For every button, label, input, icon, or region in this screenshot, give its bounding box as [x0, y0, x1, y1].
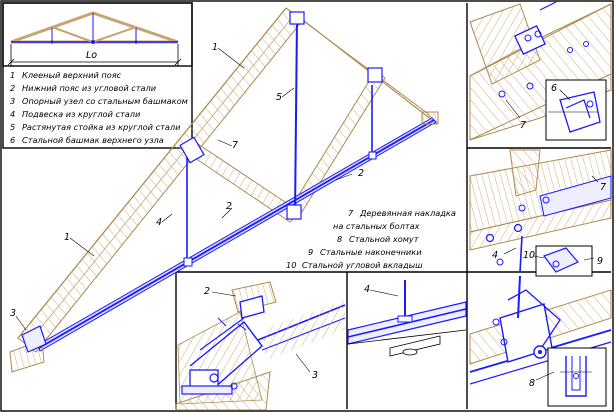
callout-main-5: 5 [276, 92, 282, 103]
legend-item-2-num: 2 [10, 83, 15, 93]
legend-item-4-text: Подвеска из круглой стали [22, 109, 141, 119]
legend-right: 7 Деревянная накладка на стальных болтах… [286, 208, 456, 270]
main-callouts [15, 47, 353, 331]
legend-frame [2, 2, 193, 149]
legend-item-9-text: Стальные наконечники [320, 247, 422, 257]
callout-det-c-7: 7 [520, 120, 526, 131]
callout-det-e-8: 8 [529, 378, 535, 389]
main-callout-labels: 1 5 7 2 2 4 1 3 [10, 42, 364, 319]
legend-item-5-num: 5 [10, 122, 15, 132]
callout-main-1b: 1 [64, 232, 70, 243]
callout-det-b-4: 4 [364, 284, 370, 295]
callout-det-d-7: 7 [600, 182, 606, 193]
legend-item-3-text: Опорный узел со стальным башмаком [22, 96, 188, 106]
callout-main-2a: 2 [358, 168, 364, 179]
legend-item-10-text: Стальной угловой вкладыш [302, 260, 423, 270]
callout-det-d-4: 4 [492, 250, 498, 261]
legend-item-7-text-cont: на стальных болтах [333, 221, 420, 231]
callout-main-7: 7 [232, 140, 238, 151]
detail-mid-node [469, 149, 612, 277]
legend-item-7-num: 7 [348, 208, 354, 218]
legend-item-6-text: Стальной башмак верхнего узла [22, 135, 164, 145]
legend-item-7-text: Деревянная накладка [359, 208, 456, 218]
main-truss [9, 7, 439, 373]
detail-clamp-callouts [535, 371, 555, 381]
callout-main-3: 3 [10, 308, 16, 319]
legend-item-6-num: 6 [10, 135, 15, 145]
schematic-truss: Lo [7, 11, 182, 66]
detail-support-node [175, 281, 346, 411]
callout-det-a-2: 2 [204, 286, 210, 297]
span-dimension-label: Lo [86, 50, 97, 61]
detail-top-node [469, 1, 612, 141]
callout-det-a-3: 3 [312, 370, 318, 381]
support-shoe [21, 325, 47, 353]
callout-main-4: 4 [156, 217, 162, 228]
legend-item-1-num: 1 [10, 70, 15, 80]
detail-clamp-node [469, 275, 612, 407]
callout-main-1a: 1 [212, 42, 218, 53]
detail-top-callouts [505, 89, 571, 119]
legend-item-3-num: 3 [10, 96, 15, 106]
legend-item-8-num: 8 [337, 234, 342, 244]
legend-item-9-num: 9 [308, 247, 313, 257]
callout-det-d-9: 9 [597, 256, 603, 267]
legend-item-5-text: Растянутая стойка из круглой стали [22, 122, 181, 132]
tie-rod [294, 17, 298, 216]
callout-det-c-6: 6 [551, 83, 557, 94]
detail-support-callouts [211, 291, 311, 373]
detail-hanger [347, 280, 467, 357]
legend-item-8-text: Стальной хомут [349, 234, 419, 244]
callout-det-d-10: 10 [523, 250, 535, 261]
legend-item-2-text: Нижний пояс из угловой стали [22, 83, 157, 93]
detail-mid-callouts [503, 175, 599, 261]
legend-item-1-text: Клееный верхний пояс [22, 70, 122, 80]
legend-item-4-num: 4 [10, 109, 15, 119]
legend-item-10-num: 10 [286, 260, 296, 270]
callout-main-2b: 2 [226, 201, 232, 212]
legend-left: 1 Клееный верхний пояс 2 Нижний пояс из … [10, 70, 188, 145]
